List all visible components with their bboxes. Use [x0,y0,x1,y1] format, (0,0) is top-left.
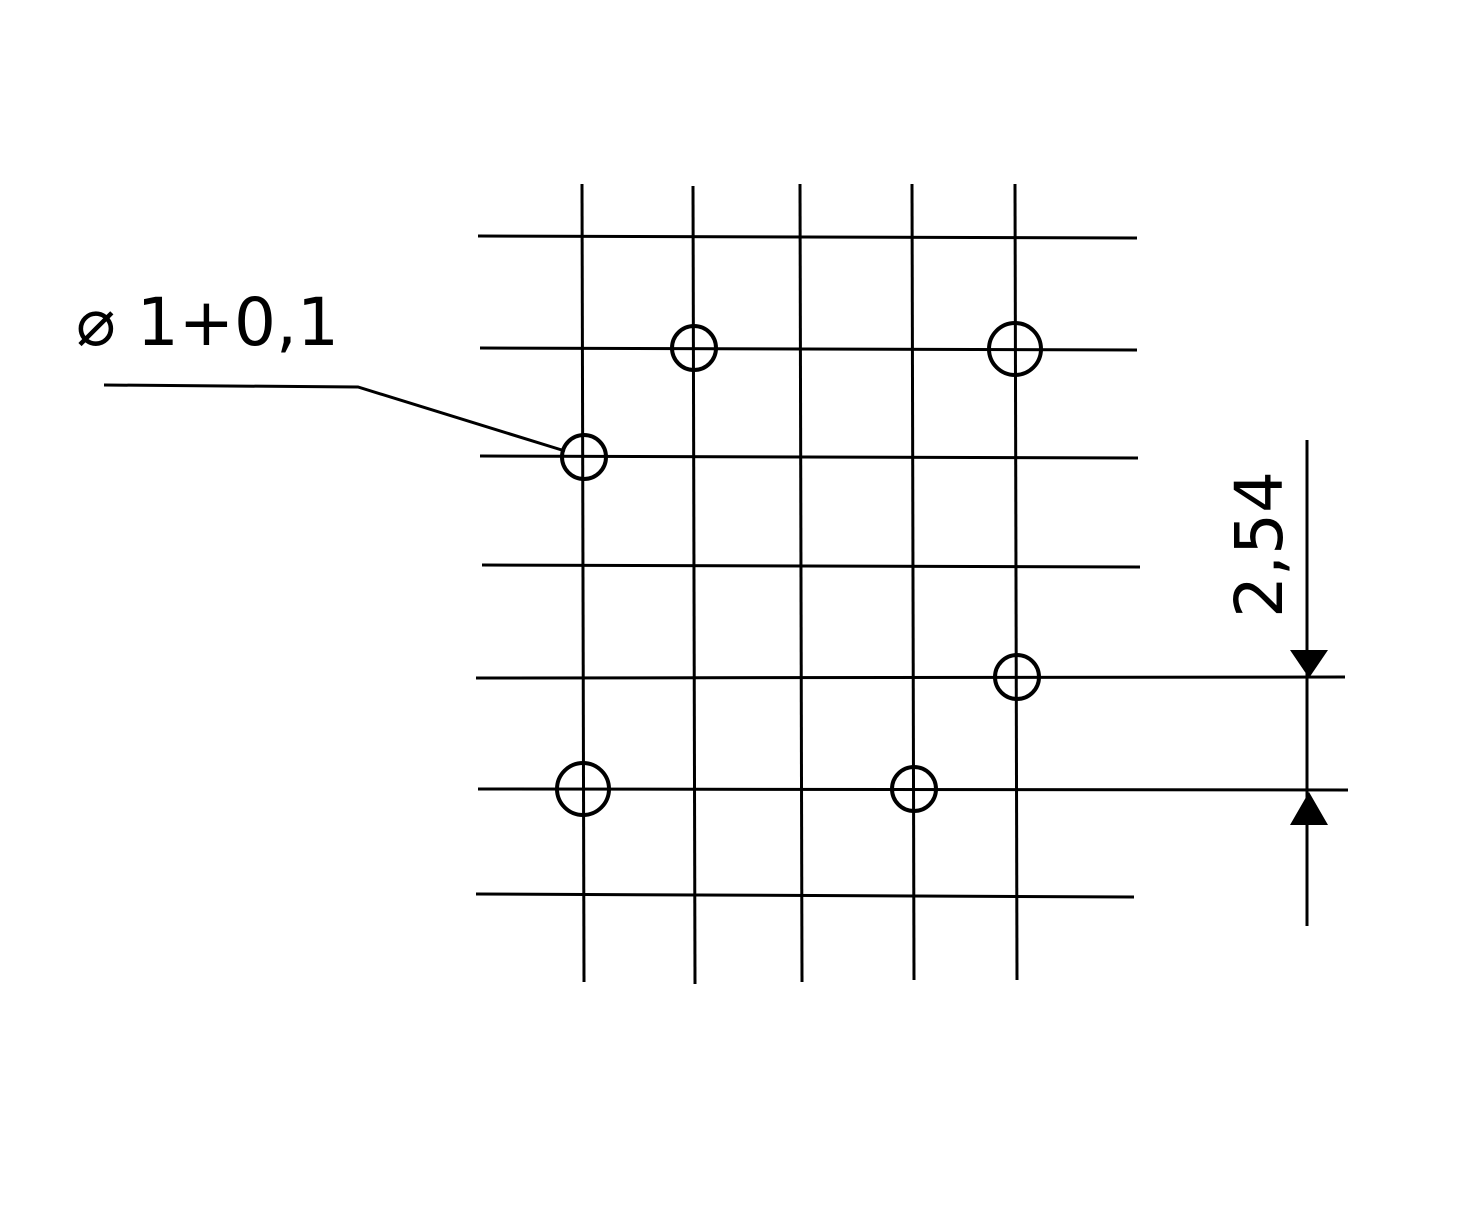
grid-row-line [481,563,1141,569]
callout-leader-line [103,383,566,453]
grid-column-line [910,183,916,981]
dimension-arrow-down [1290,650,1328,678]
hole-marker [560,433,608,481]
hole-marker [890,765,938,813]
grid-column-line [691,185,697,985]
grid-row-line [477,234,1138,240]
grid-column-line [1013,183,1019,981]
hole-marker [987,321,1043,377]
grid-row-line [479,454,1139,460]
hole-marker [993,653,1041,701]
dimension-arrow-up [1290,792,1328,825]
hole-marker [670,324,718,372]
holes [555,321,1043,817]
hole-marker [555,761,611,817]
vertical-grid-lines [580,183,1019,985]
grid-column-line [798,183,804,983]
hole-diameter-callout: ⌀ 1+0,1 [76,284,566,453]
pitch-dimension: 2,54 [1221,440,1328,926]
hole-diameter-label: ⌀ 1+0,1 [76,284,339,361]
grid-row-line [475,675,1346,680]
grid-column-line [580,183,586,983]
grid-row-line [475,892,1135,899]
pitch-dimension-label: 2,54 [1221,471,1298,618]
grid-row-line [479,346,1138,352]
